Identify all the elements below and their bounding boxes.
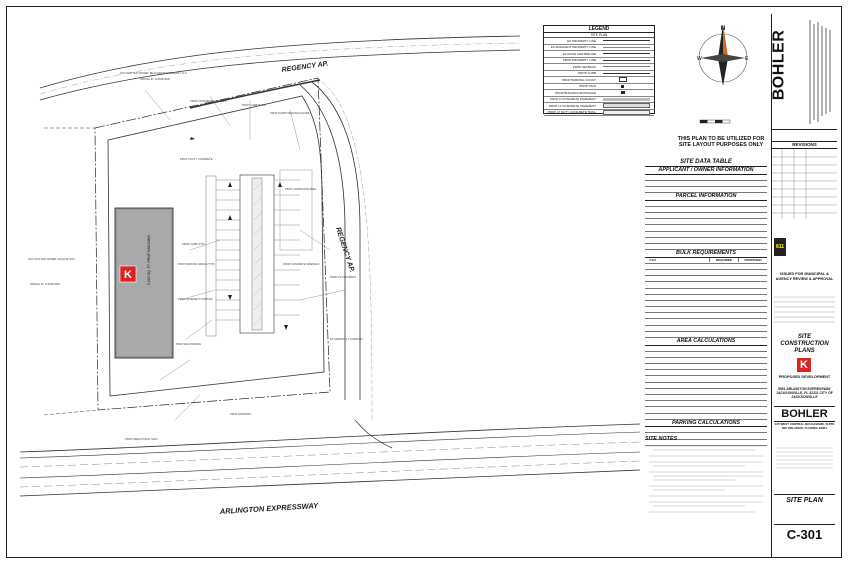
legend-row: EX PROPERTY LINE [544,38,654,45]
street-label-south: ARLINGTON EXPRESSWAY [219,501,320,516]
site-data-title: SITE DATA TABLE [645,159,767,167]
svg-text:PROP LANDSCAPE AREA: PROP LANDSCAPE AREA [285,187,317,191]
sheet-number: C-301 [774,524,835,543]
office-address: 125 WEST CENTRAL BOULEVARD, SUITE 800 OR… [774,422,835,430]
svg-text:PROP CURB (TYP): PROP CURB (TYP) [182,242,205,246]
legend-row: PROP PARKING COUNT [544,77,654,84]
north-arrow-icon: N W E [697,24,749,86]
bulk-heading: BULK REQUIREMENTS [645,250,767,258]
svg-text:EX SIDEWALK TO REMAIN: EX SIDEWALK TO REMAIN [330,337,363,341]
svg-text:NOT PLATTED OWNER: ACQUISITION: NOT PLATTED OWNER: ACQUISITION [28,257,75,261]
bohler-logo-vertical: BOHLER [770,29,788,101]
proposed-logo: K [797,358,811,372]
call-811-badge: 811 [774,238,786,256]
svg-text:PROP CONCRETE SIDEWALK: PROP CONCRETE SIDEWALK [283,262,320,266]
store-logo-letter: K [124,269,132,281]
legend-row: PROP LT CONCRETE PAVEMENT [544,103,654,110]
site-notes-title: SITE NOTES [645,436,678,442]
svg-text:PROP 5 DUTY CONCRETE: PROP 5 DUTY CONCRETE [180,157,213,161]
svg-text:PARCEL ID: 113538-0000: PARCEL ID: 113538-0000 [30,282,60,286]
legend-box: LEGEND SITE PLAN EX PROPERTY LINE EX ADJ… [543,25,655,116]
site-notes-lines [649,445,763,513]
legend-row: PROP SETBACK [544,64,654,71]
svg-text:5,003 SQ. FT. PROP BUILDING: 5,003 SQ. FT. PROP BUILDING [147,235,151,285]
street-label-north: REGENCY AP. [281,61,329,74]
svg-text:PROP DIRECTIONAL SIGN: PROP DIRECTIONAL SIGN [125,437,158,441]
legend-row: EX ADJACENT PROPERTY LINE [544,45,654,51]
legend-row: EX ROAD CENTERLINE [544,51,654,58]
svg-text:PROP 24" DRIVEWAY: PROP 24" DRIVEWAY [330,275,356,279]
legend-row: PROP H CONCRETE PAVEMENT [544,97,654,103]
layout-purposes-note: THIS PLAN TO BE UTILIZED FOR SITE LAYOUT… [677,136,765,149]
issued-note: ISSUED FOR MUNICIPAL & AGENCY REVIEW & A… [775,272,834,281]
drawing-sheet-border [6,6,842,558]
title-block-logo-panel: BOHLER [770,14,837,130]
drawing-title: SITE CONSTRUCTION PLANS [780,334,829,354]
svg-text:PROP PARKING SPACE (TYP): PROP PARKING SPACE (TYP) [178,262,214,266]
legend-row: PROP CURB [544,71,654,77]
compass-w: W [697,56,702,62]
site-notes: SITE NOTES [645,436,767,516]
revisions-title: REVISIONS [772,142,837,149]
svg-text:PROP CURB RAMP: PROP CURB RAMP [242,103,266,107]
store-logo [119,265,137,283]
revisions-grid [772,149,837,219]
compass-e: E [745,56,749,62]
svg-text:PARCEL ID: 113538-0000: PARCEL ID: 113538-0000 [140,77,170,81]
parcel-heading: PARCEL INFORMATION [645,193,767,201]
svg-text:PROP DUMPSTER ENCLOSURE: PROP DUMPSTER ENCLOSURE [270,111,310,115]
bohler-logo: BOHLER [774,406,835,422]
legend-row: PROP PROPERTY LINE [544,58,654,64]
area-heading: AREA CALCULATIONS [645,338,767,346]
svg-text:NOT PLATTED OWNER: BEACHWATER: NOT PLATTED OWNER: BEACHWATER REGENCY LL… [120,71,187,75]
svg-text:PROP ADA PARKING: PROP ADA PARKING [176,342,201,346]
applicant-heading: APPLICANT / OWNER INFORMATION [645,167,767,175]
compass-n: N [721,26,725,32]
legend-row: PROP SIGN [544,84,654,90]
legend-subtitle: SITE PLAN [544,33,654,38]
title-block: BOHLER REVISIONS 811 ISSUED FOR MUNICIPA… [770,14,837,558]
proposed-development: PROPOSED DEVELOPMENT [778,375,831,379]
parking-heading: PARKING CALCULATIONS [645,420,767,428]
disclaimer-lines [776,447,833,469]
legend-row: PROP BUILDING ENTRANCE [544,90,654,97]
revisions-table: REVISIONS [772,141,837,220]
svg-text:PROP DRIVEWAY: PROP DRIVEWAY [230,412,252,416]
site-address: 5501 ARLINGTON EXPRESSWAY JACKSONVILLE, … [776,387,833,400]
firm-info-lines [809,20,831,124]
legend-title: LEGEND [544,26,654,33]
site-data-tables: SITE DATA TABLE APPLICANT / OWNER INFORM… [645,157,767,446]
sheet-title: SITE PLAN [774,494,835,505]
legend-row: PROP LT DUTY CONCRETE TRAIL [544,109,654,116]
svg-text:PROP CONCRETE SIDEWALK: PROP CONCRETE SIDEWALK [190,99,227,103]
project-info-lines [774,296,835,323]
svg-text:PROP PAVEMENT STRIPING: PROP PAVEMENT STRIPING [178,297,213,301]
